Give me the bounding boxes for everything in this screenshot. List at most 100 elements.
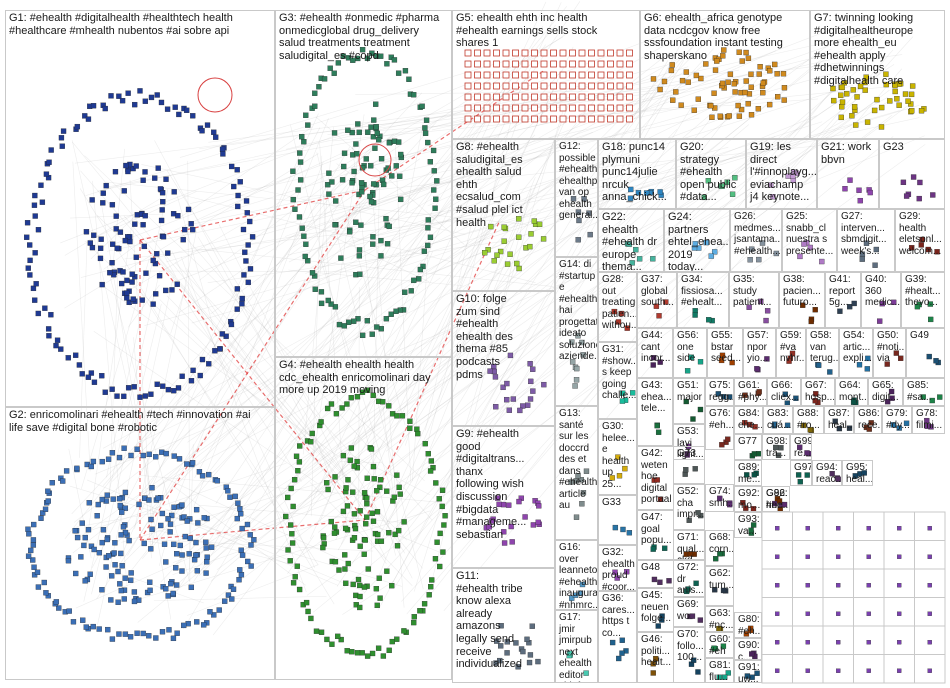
node-g11 xyxy=(526,659,533,666)
node-g5 xyxy=(559,104,567,112)
node-tile xyxy=(836,640,841,645)
node-g7 xyxy=(830,85,836,92)
node-g5 xyxy=(578,60,586,68)
group-cell-g43: G43: ehea... tele... xyxy=(637,378,673,446)
node-g3 xyxy=(388,311,394,317)
node-tile xyxy=(897,640,902,645)
group-label: G25: snabb_cl nuestra s presente... xyxy=(786,211,834,257)
node-g6 xyxy=(650,76,657,82)
group-cell-g13: G13: santé sur les doccrd des et dans #e… xyxy=(555,406,598,540)
node-g4 xyxy=(340,508,347,515)
node-g2 xyxy=(65,558,72,564)
group-label: G37: global south... xyxy=(641,274,674,308)
node-g16 xyxy=(579,581,586,588)
node-g31 xyxy=(620,390,626,396)
node-g3 xyxy=(297,150,303,156)
node-g4 xyxy=(318,419,324,425)
node-g1 xyxy=(169,287,175,293)
group-label: G45: neuen folge... xyxy=(641,590,672,624)
node-g2 xyxy=(105,626,111,633)
edge xyxy=(308,48,714,498)
node-g18 xyxy=(628,186,634,193)
node-g5 xyxy=(616,71,624,79)
node-g2 xyxy=(109,573,115,579)
node-g5 xyxy=(540,115,548,123)
node-g1 xyxy=(103,182,109,189)
node-g29 xyxy=(918,242,924,248)
node-g1 xyxy=(175,385,182,391)
node-g1 xyxy=(131,384,137,390)
node-g3 xyxy=(351,168,357,175)
node-g2 xyxy=(181,622,187,629)
edge xyxy=(71,140,155,503)
node-highlight xyxy=(358,143,392,177)
node-g2 xyxy=(222,598,228,604)
node-g6 xyxy=(781,85,788,91)
node-g12 xyxy=(587,231,593,238)
node-g6 xyxy=(698,75,704,82)
node-g6 xyxy=(711,90,717,96)
node-g4 xyxy=(401,628,407,634)
group-label: G47: goal popu... xyxy=(641,512,672,546)
group-cell-g37: G37: global south... xyxy=(637,272,677,328)
node-g2 xyxy=(239,552,246,558)
node-g1 xyxy=(76,362,83,368)
node-tile xyxy=(836,554,841,559)
node-g9 xyxy=(501,529,507,535)
node-g4 xyxy=(427,468,434,474)
group-cell-g61: G61: #phy... xyxy=(734,378,767,406)
node-g2 xyxy=(179,552,185,558)
node-g4 xyxy=(364,475,370,481)
node-g3 xyxy=(406,76,412,82)
group-cell-g36: G36: cares... https t co... xyxy=(598,591,637,683)
node-g11 xyxy=(494,638,500,644)
node-g2 xyxy=(193,506,200,513)
edge xyxy=(129,179,154,551)
node-g2 xyxy=(232,493,238,500)
node-g19 xyxy=(768,182,774,188)
node-g3 xyxy=(312,286,318,292)
node-g4 xyxy=(354,458,360,465)
node-g3 xyxy=(431,187,437,193)
node-g1 xyxy=(142,393,149,399)
node-g13 xyxy=(573,478,579,484)
node-g12 xyxy=(575,237,581,243)
node-tile xyxy=(775,640,780,645)
edge xyxy=(425,220,473,431)
node-g2 xyxy=(99,539,105,546)
node-g47 xyxy=(661,545,668,551)
edge xyxy=(90,214,137,260)
node-g3 xyxy=(295,187,301,193)
node-g2 xyxy=(168,580,174,587)
node-g14 xyxy=(574,365,580,372)
node-g35 xyxy=(763,317,769,324)
edge xyxy=(313,58,826,464)
node-g25 xyxy=(807,244,813,251)
node-g3 xyxy=(422,130,429,136)
node-g3 xyxy=(373,124,379,130)
node-g2 xyxy=(182,533,188,540)
group-cell-g58: G58: van terug... xyxy=(806,328,839,378)
node-g1 xyxy=(156,273,163,279)
node-g4 xyxy=(332,474,338,480)
node-g21 xyxy=(856,187,862,193)
node-g5 xyxy=(502,71,510,79)
edge xyxy=(201,66,689,220)
node-g1 xyxy=(116,93,122,99)
node-tile xyxy=(805,640,810,645)
node-tile xyxy=(897,668,902,673)
node-g1 xyxy=(113,226,119,232)
node-g3 xyxy=(365,129,371,135)
group-label: G56: one side xyxy=(677,330,699,364)
group-label: G92: mo... xyxy=(738,488,761,511)
node-g1 xyxy=(158,217,165,224)
group-cell-g35: G35: study patient... xyxy=(729,272,779,328)
node-g1 xyxy=(204,122,211,128)
node-g2 xyxy=(194,568,201,574)
node-g3 xyxy=(318,289,325,295)
edge xyxy=(106,189,169,478)
node-g35 xyxy=(758,298,764,305)
group-label: G55: bstar seed... xyxy=(711,330,742,364)
node-g51 xyxy=(683,398,689,405)
node-g23 xyxy=(916,195,922,202)
